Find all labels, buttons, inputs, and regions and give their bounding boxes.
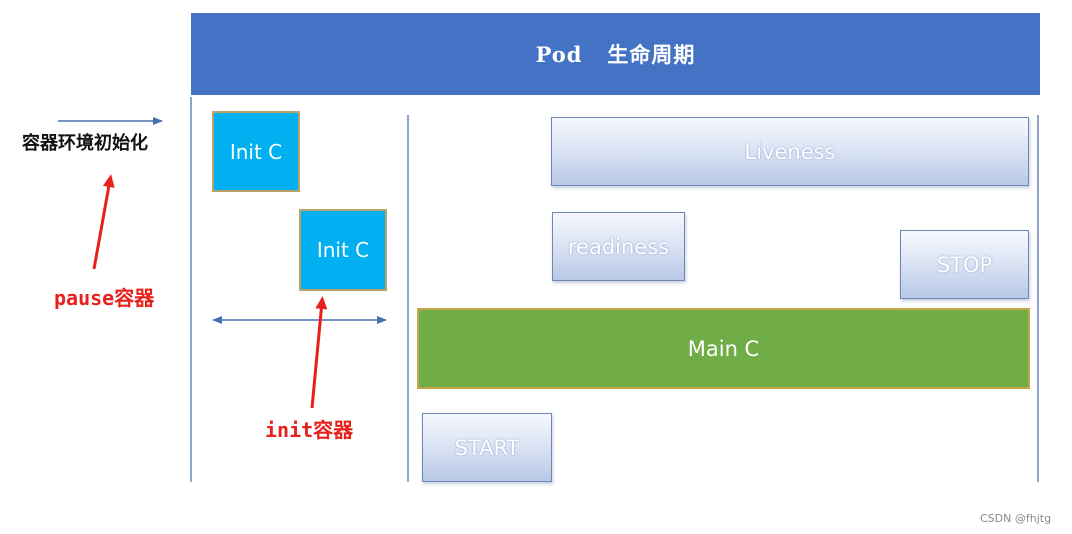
- header-title: Pod 生命周期: [535, 42, 696, 67]
- liveness-label: Liveness: [744, 139, 836, 164]
- watermark: CSDN @fhjtg: [980, 511, 1052, 525]
- pod-lifecycle-header: Pod 生命周期: [191, 13, 1040, 95]
- init-container-1-label: Init C: [229, 139, 283, 164]
- divider-right: [1037, 115, 1039, 482]
- main-container: Main C: [417, 308, 1030, 389]
- start-hook: START: [422, 413, 552, 482]
- divider-left: [190, 97, 192, 482]
- init-container-1: Init C: [212, 111, 300, 192]
- stop-hook: STOP: [900, 230, 1029, 299]
- pause-arrow: [92, 174, 115, 270]
- readiness-probe: readiness: [552, 212, 685, 281]
- container-env-init-label: 容器环境初始化: [22, 133, 148, 154]
- divider-middle: [407, 115, 409, 482]
- init-container-2-label: Init C: [316, 238, 370, 262]
- init-arrow: [310, 296, 328, 409]
- init-container-annotation-label: init容器: [265, 418, 354, 442]
- main-container-label: Main C: [687, 336, 760, 361]
- start-label: START: [454, 435, 520, 460]
- liveness-probe: Liveness: [551, 117, 1029, 186]
- pause-container-label: pause容器: [54, 286, 155, 310]
- init-container-2: Init C: [299, 209, 387, 291]
- stop-label: STOP: [936, 252, 993, 277]
- readiness-label: readiness: [567, 234, 670, 259]
